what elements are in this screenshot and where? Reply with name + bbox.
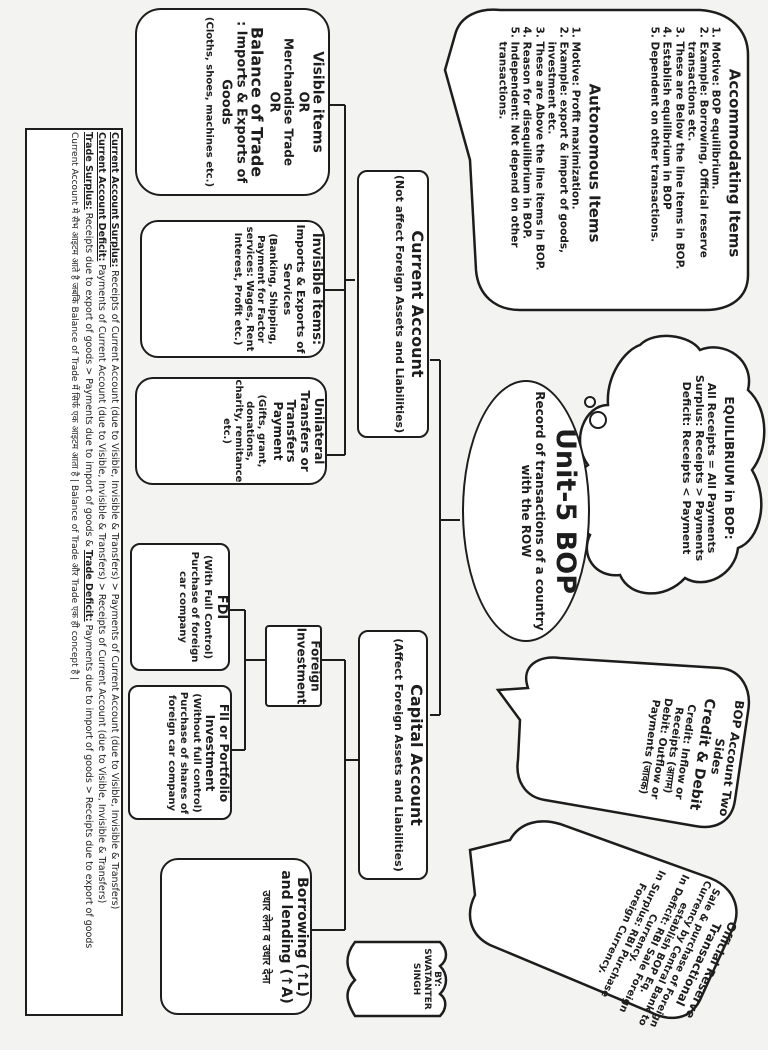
- current-account-deficit-label: Current Account Deficit:: [96, 132, 108, 262]
- fii-note: (Without full control): [191, 692, 203, 813]
- footer-notes: Current Account Surplus: Receipts of Cur…: [67, 132, 120, 1012]
- visible-items-alt1: Merchandise Trade: [280, 37, 295, 167]
- footer-notes-box: Current Account Surplus: Receipts of Cur…: [25, 128, 123, 1016]
- visible-items-or2: OR: [266, 91, 282, 113]
- fii-example: Purchase of shares of foreign car compan…: [166, 691, 189, 814]
- visible-items-title: Visible items: [309, 51, 325, 153]
- capital-account-title: Capital Account: [407, 684, 426, 826]
- foreign-investment-box: Foreign Investment: [265, 625, 322, 707]
- trade-deficit-label: Trade Deficit:: [83, 549, 95, 622]
- invisible-items-title: Invisible items:: [308, 232, 324, 346]
- accommodating-items-block: Accommodating Items Motive: BOP equilibr…: [605, 20, 745, 305]
- visible-items-alt2: Balance of Trade: [247, 26, 267, 178]
- current-account-surplus-text: Receipts of Current Account (due to Visi…: [109, 270, 120, 910]
- equilibrium-line2: Surplus: Receipts > Payments: [692, 374, 706, 561]
- current-account-surplus-label: Current Account Surplus:: [109, 132, 120, 268]
- current-account-deficit: Current Account Deficit: Payments of Cur…: [94, 132, 107, 1012]
- fdi-example: Purchase of foreign car company: [177, 551, 200, 663]
- list-item: Independent: Not depend on other transac…: [497, 41, 521, 300]
- page-title: Unit-5 BOP: [550, 427, 581, 595]
- list-item: Motive: BOP equilibrium.: [709, 41, 721, 300]
- accommodating-list: Motive: BOP equilibrium. Example: Borrow…: [649, 25, 721, 300]
- current-account-note: (Not affect Foreign Assets and Liabiliti…: [392, 174, 406, 434]
- fii-box: FII or Portfolio Investment (Without ful…: [128, 685, 232, 820]
- borrowing-title: Borrowing (↑L) and lending (↑A): [277, 869, 310, 1004]
- capital-account-box: Capital Account (Affect Foreign Assets a…: [358, 630, 428, 880]
- unilateral-title: Unilateral Transfers or Transfers Paymen…: [270, 390, 326, 472]
- unilateral-transfers-box: Unilateral Transfers or Transfers Paymen…: [135, 377, 327, 485]
- unilateral-examples: (Gifts, grant, donations, charity, remit…: [221, 379, 267, 483]
- footer-hindi-note: Current Account मे सैभ आइटम आते है जबकि …: [68, 132, 79, 681]
- list-item: Example: export & import of goods, inves…: [545, 41, 569, 300]
- current-account-title: Current Account: [408, 230, 427, 378]
- trade-surplus-label: Trade Surplus:: [83, 132, 95, 210]
- list-item: Motive: Profit maximization.: [569, 41, 581, 300]
- list-item: These are Above the line items in BOP.: [533, 41, 545, 300]
- author-label: BY: SWATANTER SINGH: [411, 948, 442, 1010]
- current-account-deficit-text: Payments of Current Account (due to Visi…: [96, 264, 108, 904]
- invisible-items-examples: (Banking, Shipping, Payment for Factor s…: [231, 226, 278, 352]
- autonomous-list: Motive: Profit maximization. Example: ex…: [497, 25, 581, 300]
- list-item: These are Below the line items in BOP.: [673, 41, 685, 300]
- bop-account-block: BOP Account Two Sides Credit & Debit Cre…: [528, 665, 746, 825]
- page-subtitle: Record of transactions of a country with…: [519, 391, 547, 631]
- official-reserve-block: Official Reserve Transactional Sale & pu…: [485, 835, 740, 1029]
- connector-lines: [230, 8, 766, 1020]
- equilibrium-title: EQUILIBRIUM in BOP:: [722, 395, 736, 540]
- equilibrium-line1: All Receipts = All Payments: [705, 382, 719, 553]
- list-item: Establish equilibrium in BOP: [661, 41, 673, 300]
- autonomous-title: Autonomous Items: [585, 83, 604, 242]
- unit-title-oval: Unit-5 BOP Record of transactions of a c…: [462, 380, 590, 642]
- borrowing-lending-box: Borrowing (↑L) and lending (↑A) उधार लेन…: [160, 858, 312, 1015]
- trade-deficit-text: Payments due to import of goods > Receip…: [83, 624, 95, 949]
- capital-account-note: (Affect Foreign Assets and Liabilities): [391, 638, 405, 872]
- borrowing-hindi: उधार लेना व उधार देना: [259, 890, 273, 983]
- equilibrium-line3: Deficit: Receipts < Payment: [679, 381, 693, 554]
- author-block: BY: SWATANTER SINGH: [355, 942, 443, 1016]
- invisible-items-desc: Imports & Exports of Services: [280, 224, 307, 354]
- trade-balance-line: Trade Surplus: Receipts due to export of…: [82, 132, 95, 1012]
- fdi-box: FDI (With Full Control) Purchase of fore…: [130, 543, 230, 671]
- list-item: Example: Borrowing, Official reserve tra…: [685, 41, 709, 300]
- fdi-title: FDI: [214, 594, 229, 620]
- list-item: Dependent on other transactions.: [649, 41, 661, 300]
- list-item: Reason for disequilibrium in BOP.: [521, 41, 533, 300]
- foreign-investment-title: Foreign Investment: [294, 627, 322, 705]
- accommodating-title: Accommodating Items: [725, 68, 744, 257]
- current-account-surplus: Current Account Surplus: Receipts of Cur…: [107, 132, 120, 1012]
- visible-items-examples: (Cloths, shoes, machines etc.): [202, 16, 214, 188]
- visible-items-desc: : Imports & Exports of Goods: [217, 20, 248, 184]
- fdi-note: (With Full Control): [202, 554, 214, 660]
- invisible-items-box: Invisible items: Imports & Exports of Se…: [140, 220, 325, 358]
- current-account-box: Current Account (Not affect Foreign Asse…: [357, 170, 429, 438]
- equilibrium-block: EQUILIBRIUM in BOP: All Receipts = All P…: [610, 360, 740, 575]
- visible-items-box: Visible items OR Merchandise Trade OR Ba…: [135, 8, 330, 196]
- fii-title: FII or Portfolio Investment: [203, 703, 231, 802]
- visible-items-or1: OR: [294, 91, 310, 113]
- autonomous-items-block: Autonomous Items Motive: Profit maximiza…: [455, 20, 605, 305]
- trade-surplus-text: Receipts due to export of goods > Paymen…: [83, 212, 95, 547]
